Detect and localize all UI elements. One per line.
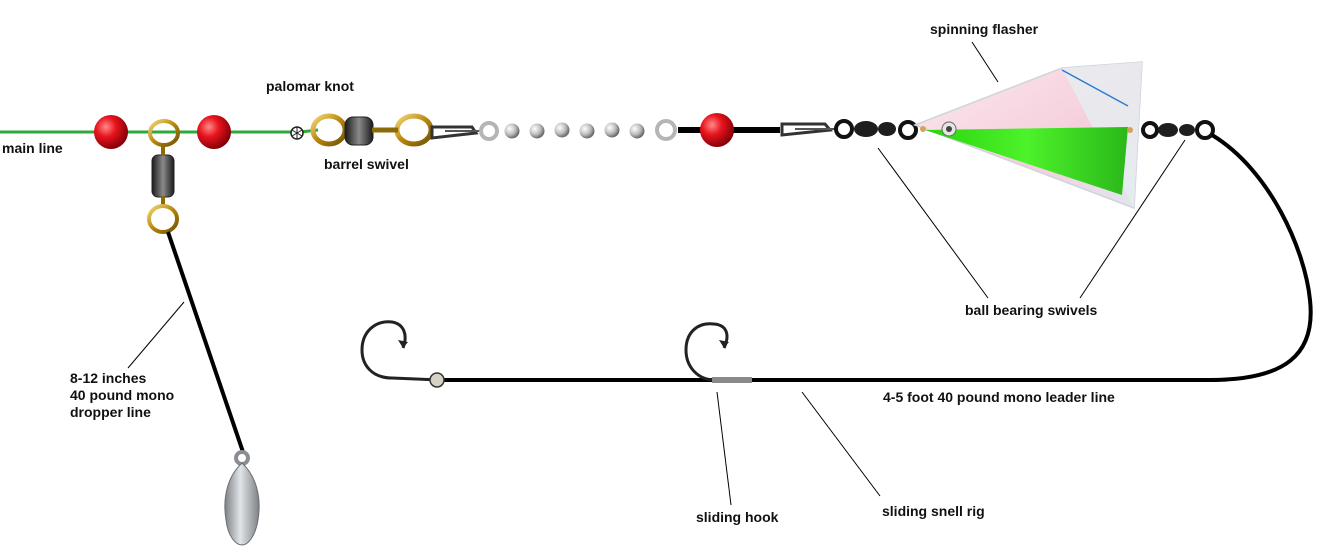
label-leader-line: 4-5 foot 40 pound mono leader line bbox=[883, 389, 1115, 405]
bead-3 bbox=[700, 113, 734, 147]
palomar-knot bbox=[290, 126, 304, 140]
ball-bearing-swivel-2 bbox=[1141, 120, 1215, 140]
label-spinning-flasher: spinning flasher bbox=[930, 21, 1039, 37]
callout-line-bbs-2 bbox=[1079, 139, 1186, 299]
callout-line-snell-rig bbox=[801, 391, 881, 497]
snap-2 bbox=[780, 122, 835, 137]
label-main-line: main line bbox=[2, 140, 63, 156]
barrel-swivel bbox=[310, 113, 434, 147]
label-dropper-line-1: 8-12 inches bbox=[70, 370, 147, 386]
label-dropper-line: 8-12 inches 40 pound mono dropper line bbox=[70, 370, 210, 421]
hook-1 bbox=[360, 320, 441, 382]
ball-bearing-swivel-1 bbox=[834, 119, 918, 140]
snap-1 bbox=[430, 125, 480, 140]
dropper-line bbox=[166, 231, 245, 453]
bead-2 bbox=[197, 115, 231, 149]
sliding-hook bbox=[684, 322, 752, 383]
label-sliding-snell-rig: sliding snell rig bbox=[882, 503, 985, 519]
label-sliding-hook: sliding hook bbox=[696, 509, 779, 525]
dropper-swivel bbox=[147, 119, 180, 234]
callout-line-dropper bbox=[127, 301, 185, 369]
snell-knot bbox=[429, 372, 445, 388]
callout-line-bbs-1 bbox=[877, 147, 989, 299]
callout-line-sliding-hook bbox=[716, 391, 732, 506]
leader-line bbox=[440, 133, 1313, 382]
label-palomar-knot: palomar knot bbox=[266, 78, 354, 94]
label-barrel-swivel: barrel swivel bbox=[324, 156, 409, 172]
label-dropper-line-3: dropper line bbox=[70, 404, 151, 420]
sinker bbox=[224, 450, 260, 546]
bead-chain bbox=[479, 119, 677, 141]
label-ball-bearing-swivels: ball bearing swivels bbox=[965, 302, 1098, 318]
label-dropper-line-2: 40 pound mono bbox=[70, 387, 175, 403]
bead-1 bbox=[94, 115, 128, 149]
callout-line-flasher bbox=[971, 41, 999, 83]
spinning-flasher bbox=[912, 61, 1143, 210]
